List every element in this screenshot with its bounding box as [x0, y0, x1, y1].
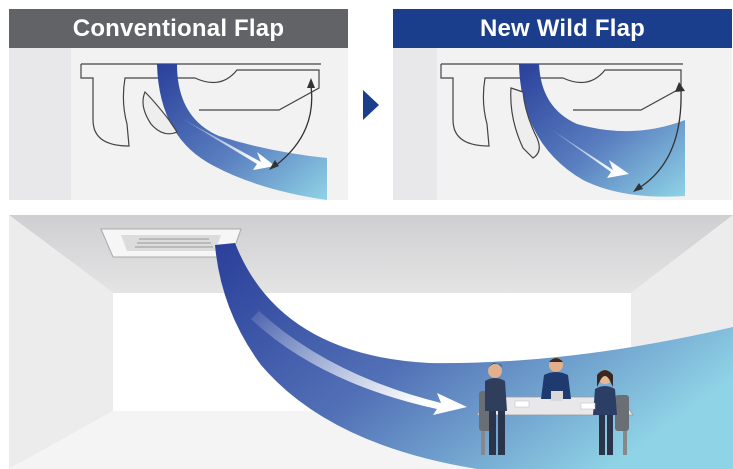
next-triangle-icon [363, 90, 379, 120]
airflow-arrow-icon [181, 118, 275, 170]
airflow-band [157, 64, 327, 200]
airflow-band [519, 64, 685, 197]
conventional-flap-title: Conventional Flap [9, 9, 348, 48]
meeting-people-illustration [476, 358, 634, 455]
conventional-flap-illustration [9, 48, 327, 200]
unit-outline [440, 64, 682, 147]
arrowhead-bottom [633, 183, 643, 192]
flap [510, 87, 540, 159]
airflow-arrow-icon [251, 311, 467, 415]
flap [142, 90, 178, 135]
airflow-arrow-icon [549, 128, 629, 178]
swing-angle-arrow-icon [638, 89, 682, 189]
wall-shade [393, 48, 437, 200]
arrowhead-top [307, 78, 315, 88]
wall-shade [9, 48, 71, 200]
arrowhead-bottom [269, 160, 279, 170]
swing-angle-arrow-icon [274, 85, 313, 167]
arrowhead-top [675, 82, 685, 92]
new-wild-flap-diagram [393, 48, 732, 200]
unit-outline [80, 64, 320, 147]
new-wild-flap-illustration [393, 48, 685, 200]
new-wild-flap-title: New Wild Flap [393, 9, 732, 48]
conventional-flap-panel: Conventional Flap [9, 9, 348, 200]
cassette-unit-icon [100, 228, 242, 258]
new-wild-flap-panel: New Wild Flap [393, 9, 732, 200]
room-airflow-scene [9, 215, 733, 469]
left-wall [9, 215, 113, 469]
conventional-flap-diagram [9, 48, 348, 200]
